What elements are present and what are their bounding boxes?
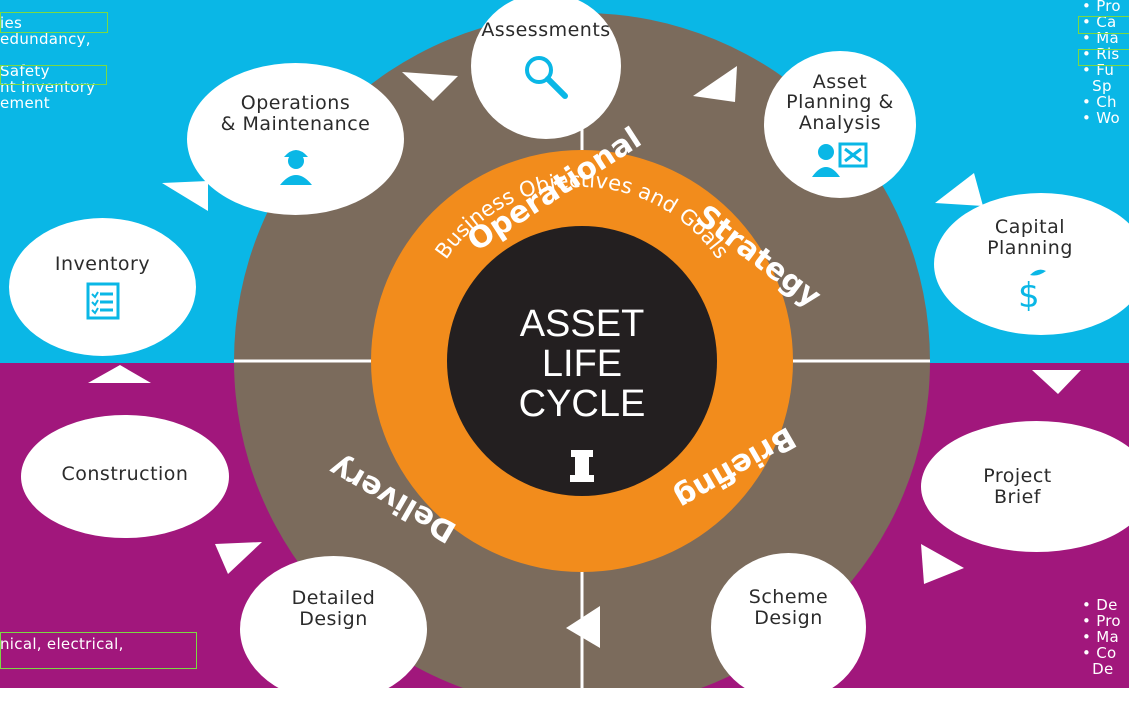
node-label: Assessments xyxy=(481,18,611,41)
highlight-box xyxy=(1078,16,1129,34)
arrow-icon xyxy=(921,544,964,584)
node-label: Asset Planning & Analysis xyxy=(786,70,894,134)
top-right-notes: • Pro • Ca • Ma • Ris • Fu Sp • Ch • Wo xyxy=(1082,0,1121,127)
arrow-icon xyxy=(88,365,151,383)
node-inventory[interactable]: Inventory xyxy=(9,218,196,356)
arrow-icon xyxy=(215,542,262,574)
core-circle xyxy=(447,226,717,496)
node-capital-planning[interactable]: Capital Planning $ xyxy=(934,193,1129,335)
core-line-1: ASSET xyxy=(520,303,645,345)
arrow-icon xyxy=(1032,370,1081,394)
node-project-brief[interactable]: Project Brief xyxy=(921,421,1129,552)
highlight-box xyxy=(0,632,197,669)
arrow-icon xyxy=(402,72,458,101)
node-detailed-design[interactable]: Detailed Design xyxy=(240,556,427,702)
node-asset-planning[interactable]: Asset Planning & Analysis xyxy=(764,51,916,198)
highlight-box xyxy=(0,65,107,85)
magnifier-icon xyxy=(525,56,568,100)
arrow-icon xyxy=(566,606,600,648)
node-label: Construction xyxy=(61,463,189,486)
node-assessments[interactable]: Assessments xyxy=(471,0,621,139)
node-label: Scheme Design xyxy=(748,586,829,629)
highlight-box xyxy=(1078,49,1129,66)
node-construction[interactable]: Construction xyxy=(21,415,229,538)
arrow-icon xyxy=(162,181,208,211)
dollar-plant-icon: $ xyxy=(1018,269,1046,311)
node-scheme-design[interactable]: Scheme Design xyxy=(711,553,866,701)
core-line-3: CYCLE xyxy=(519,383,646,425)
arrow-icon xyxy=(935,173,983,206)
node-label: Inventory xyxy=(54,252,151,275)
node-label: Capital Planning xyxy=(987,216,1073,259)
highlight-box xyxy=(0,12,108,33)
top-left-notes: ies edundancy, Safety nt Inventory ement xyxy=(0,14,96,112)
svg-text:$: $ xyxy=(1018,276,1040,311)
bottom-left-notes: nical, electrical, xyxy=(0,635,124,653)
bottom-right-notes: • De • Pro • Ma • Co De xyxy=(1082,596,1121,678)
arrow-icon xyxy=(693,66,737,102)
checklist-icon xyxy=(86,282,119,320)
planner-icon xyxy=(812,142,868,178)
core-line-2: LIFE xyxy=(542,343,622,385)
node-label: Detailed Design xyxy=(291,587,376,630)
node-operations[interactable]: Operations & Maintenance xyxy=(187,63,404,215)
worker-icon xyxy=(279,149,312,185)
chess-rook-icon xyxy=(570,450,594,482)
node-label: Operations & Maintenance xyxy=(220,92,371,135)
node-label: Project Brief xyxy=(983,464,1052,508)
